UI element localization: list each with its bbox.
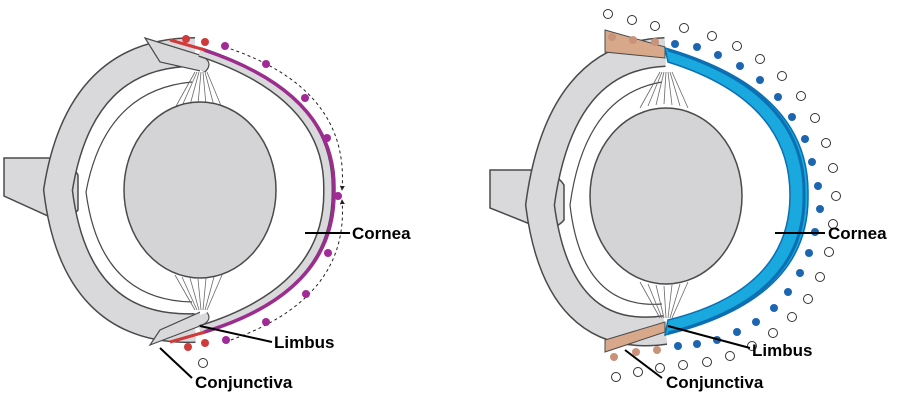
right-eye [489, 9, 841, 382]
left-lens [123, 101, 277, 279]
right-cornea [664, 46, 809, 337]
right-conjunctiva-label: Conjunctiva [666, 373, 764, 392]
left-eye [3, 35, 350, 379]
left-migrating-cells [221, 42, 342, 344]
left-conjunctiva-label: Conjunctiva [195, 373, 293, 392]
right-cornea-label: Cornea [828, 224, 887, 243]
right-limbus-label: Limbus [752, 341, 812, 360]
left-limbus-label: Limbus [274, 333, 334, 352]
left-cornea-label: Cornea [352, 224, 411, 243]
right-shed-cells [603, 9, 841, 382]
right-corneal-cells [671, 40, 824, 350]
right-conjunctival-cells [608, 33, 661, 361]
right-lens [589, 107, 743, 285]
left-limbal-cells [182, 35, 209, 351]
left-corneal-epithelium [203, 48, 336, 334]
